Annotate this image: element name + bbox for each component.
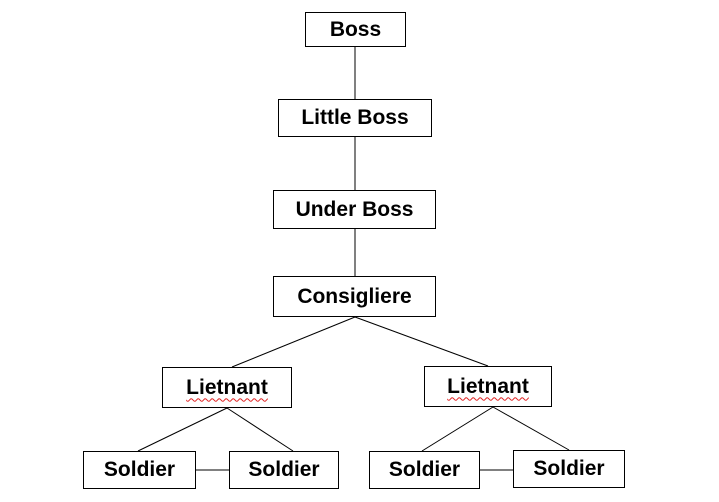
node-lieutenant-left-label: Lietnant (186, 375, 268, 399)
node-soldier-4: Soldier (513, 450, 625, 488)
edge-lieutenant-left-soldier-2 (226, 407, 294, 452)
node-soldier-3: Soldier (369, 451, 480, 489)
node-consigliere-label: Consigliere (297, 284, 412, 308)
node-soldier-2: Soldier (229, 451, 339, 489)
node-boss: Boss (305, 12, 406, 47)
edge-lieutenant-right-soldier-3 (421, 406, 494, 452)
node-under-boss: Under Boss (273, 190, 436, 229)
node-lieutenant-right: Lietnant (424, 366, 552, 407)
node-soldier-1-label: Soldier (103, 458, 176, 481)
edge-consigliere-lieutenant-right (354, 316, 489, 367)
edge-lieutenant-left-soldier-1 (137, 407, 228, 452)
node-lieutenant-right-label: Lietnant (447, 374, 529, 398)
node-little-boss: Little Boss (278, 99, 432, 137)
node-lieutenant-left: Lietnant (162, 367, 292, 408)
node-under-boss-label: Under Boss (295, 197, 414, 221)
node-soldier-3-label: Soldier (388, 458, 461, 481)
node-soldier-1: Soldier (83, 451, 196, 489)
node-consigliere: Consigliere (273, 276, 436, 317)
edge-lieutenant-right-soldier-4 (492, 406, 570, 451)
node-soldier-2-label: Soldier (248, 458, 320, 481)
node-boss-label: Boss (329, 17, 382, 41)
node-soldier-4-label: Soldier (533, 457, 605, 480)
edge-consigliere-lieutenant-left (231, 316, 356, 368)
node-little-boss-label: Little Boss (301, 106, 409, 129)
